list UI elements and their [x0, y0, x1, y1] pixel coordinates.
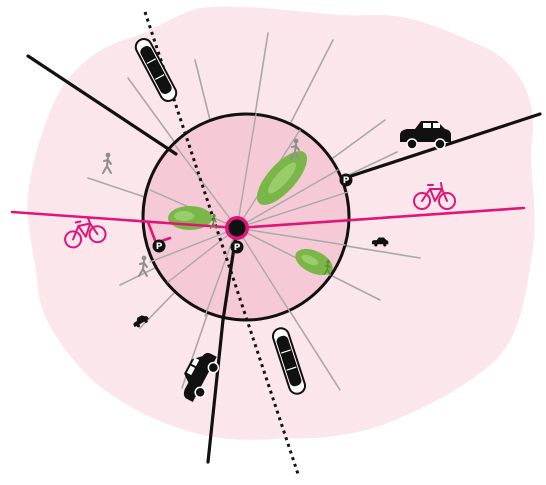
parking-marker: P — [231, 241, 244, 254]
parking-marker: P — [153, 240, 166, 253]
parking-label: P — [156, 242, 163, 252]
central-hub — [225, 216, 249, 240]
parking-label: P — [234, 243, 241, 253]
parking-label: P — [343, 176, 350, 186]
parking-marker: P — [340, 174, 353, 187]
